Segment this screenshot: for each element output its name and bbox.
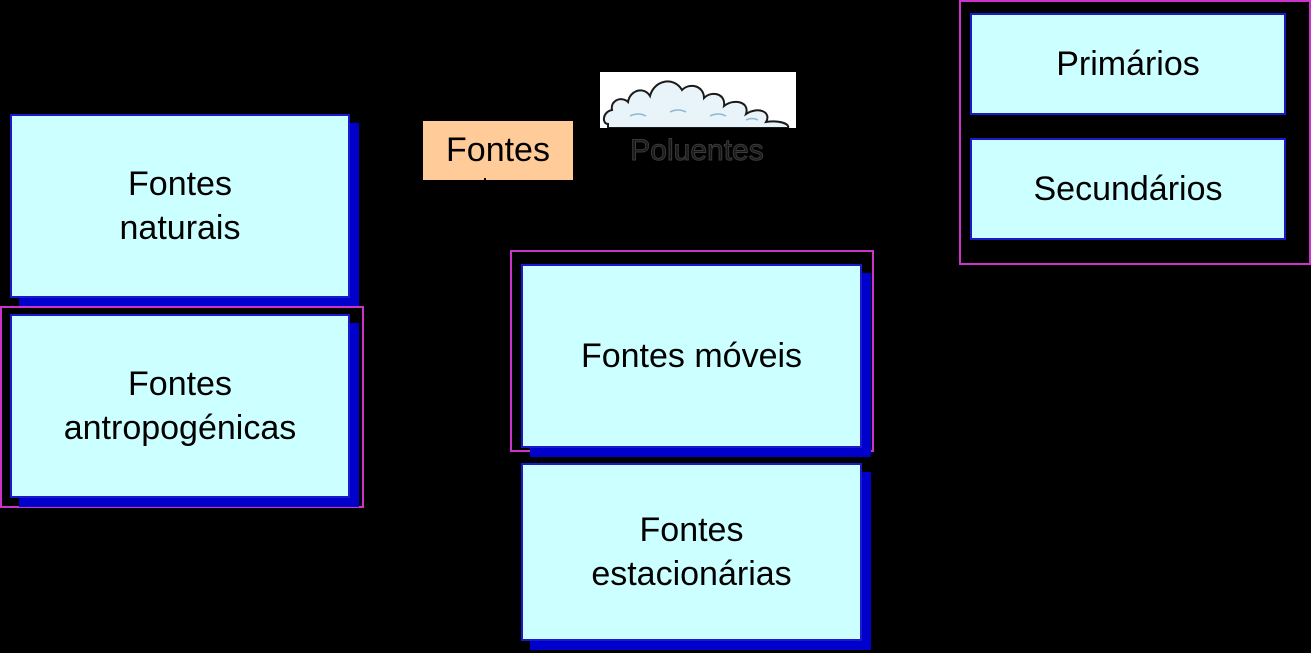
- connector-tick: [484, 178, 486, 184]
- fontes-estacionarias-box: Fontes estacionárias: [521, 463, 862, 641]
- fontes-title: Fontes: [423, 121, 573, 180]
- fontes-naturais-box: Fontes naturais: [10, 114, 350, 298]
- poluentes-label: Poluentes: [630, 134, 764, 168]
- fontes-moveis-box: Fontes móveis: [521, 264, 862, 448]
- cloud-icon-graphic: [602, 80, 790, 128]
- antropogenicas-frame: [0, 306, 364, 508]
- fontes-antropogenicas-box: Fontes antropogénicas: [10, 314, 350, 498]
- poluentes-types-frame: [959, 0, 1311, 265]
- secundarios-box: Secundários: [970, 138, 1286, 240]
- primarios-box: Primários: [970, 13, 1286, 115]
- moveis-frame: [510, 250, 874, 452]
- cloud-icon: [600, 72, 796, 128]
